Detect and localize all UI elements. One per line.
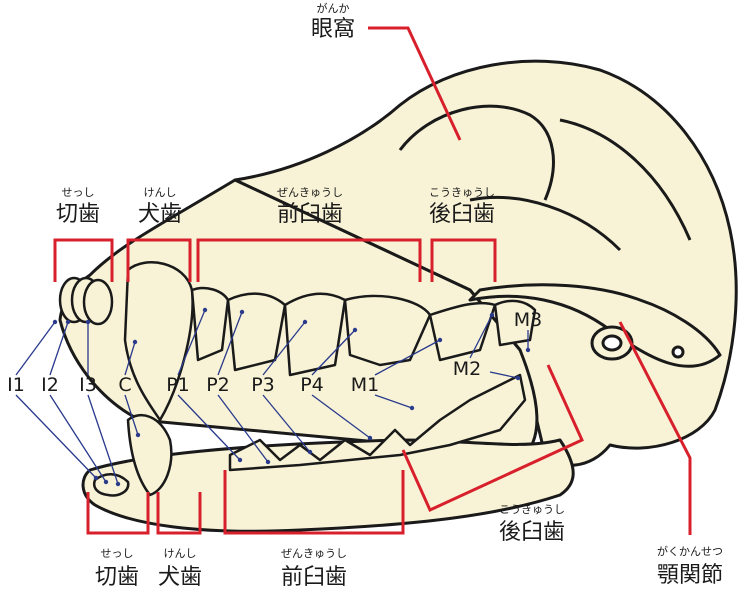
- teeth: [58, 261, 537, 497]
- upper-molar-2: [493, 299, 537, 347]
- lower-molar-ruby: こうきゅうし: [499, 503, 565, 516]
- incisor-tooth-3: [82, 278, 114, 326]
- ear-canal-inner: [601, 334, 623, 352]
- upper-molar-ruby: こうきゅうし: [429, 186, 495, 199]
- tmj-ruby: がくかんせつ: [657, 544, 723, 558]
- lower-canine-label: 犬歯: [158, 565, 202, 590]
- tooth-code-p4: P4: [300, 374, 324, 396]
- upper-premolar-label: 前臼歯: [277, 202, 343, 227]
- tmj-callout-line: [618, 321, 692, 535]
- upper-premolar-ruby: ぜんきゅうし: [277, 186, 343, 199]
- leader-lines: [15, 309, 529, 485]
- tooth-code-m3: M3: [514, 309, 542, 331]
- lower-premolar-bracket: [223, 470, 405, 535]
- tooth-code-i1: I1: [7, 374, 25, 396]
- upper-molar-label: 後臼歯: [429, 202, 495, 227]
- lower-incisor-bracket: [86, 492, 150, 535]
- lower-premolar-label: 前臼歯: [281, 565, 347, 590]
- lower-jaw: [81, 438, 575, 533]
- top-labels: がんか 眼窩 せっし 切歯 けんし 犬歯 ぜんきゅうし 前臼歯 こうきゅうし 後…: [56, 1, 495, 227]
- upper-molar-1: [428, 301, 497, 362]
- upper-premolar-3: [283, 292, 347, 377]
- tooth-code-m1: M1: [351, 374, 379, 396]
- tooth-code-c: C: [118, 374, 131, 396]
- foramen: [671, 345, 685, 359]
- tooth-code-labels: I1 I2 I3 C P1 P2 P3 P4 M1 M3 M2: [7, 309, 542, 396]
- tmj-label: 顎関節: [657, 563, 723, 588]
- tooth-code-m2: M2: [453, 358, 481, 380]
- upper-canine-bracket: [126, 238, 192, 282]
- lower-premolar-row: [228, 373, 527, 472]
- leader-dots: [52, 307, 531, 487]
- lower-incisor-ruby: せっし: [101, 547, 134, 560]
- bottom-labels: せっし 切歯 けんし 犬歯 ぜんきゅうし 前臼歯 こうきゅうし 後臼歯 がくかん…: [95, 503, 723, 590]
- upper-incisor-ruby: せっし: [62, 186, 95, 199]
- lower-canine-ruby: けんし: [164, 547, 197, 560]
- tooth-code-p2: P2: [206, 374, 230, 396]
- cranial-ridge: [559, 118, 692, 241]
- tooth-code-p1: P1: [166, 374, 190, 396]
- tooth-code-i3: I3: [79, 374, 97, 396]
- upper-canine-ruby: けんし: [144, 186, 177, 199]
- lower-incisor-label: 切歯: [95, 565, 139, 590]
- upper-molar-bracket: [430, 238, 497, 282]
- upper-premolar-1: [190, 286, 230, 362]
- orbit-label: 眼窩: [311, 17, 355, 42]
- lower-canine-bracket: [156, 492, 202, 535]
- lower-premolar-ruby: ぜんきゅうし: [281, 547, 347, 560]
- cranial-ridge-2: [469, 196, 622, 252]
- upper-incisor-bracket: [53, 238, 114, 282]
- cranium: [233, 59, 738, 467]
- lower-incisors: [93, 473, 130, 497]
- orbit-rim: [398, 104, 555, 201]
- upper-canine-label: 犬歯: [138, 202, 182, 227]
- lower-molar-bracket: [401, 364, 584, 512]
- orbit-callout-line: [368, 26, 462, 141]
- orbit-ruby: がんか: [317, 1, 350, 15]
- upper-incisor-label: 切歯: [56, 202, 100, 227]
- tooth-code-i2: I2: [41, 374, 59, 396]
- red-brackets: [53, 26, 692, 535]
- tooth-code-p3: P3: [251, 374, 275, 396]
- zygomatic-arch: [468, 283, 722, 368]
- lower-molar-label: 後臼歯: [499, 520, 565, 545]
- upper-premolar-bracket: [196, 238, 422, 282]
